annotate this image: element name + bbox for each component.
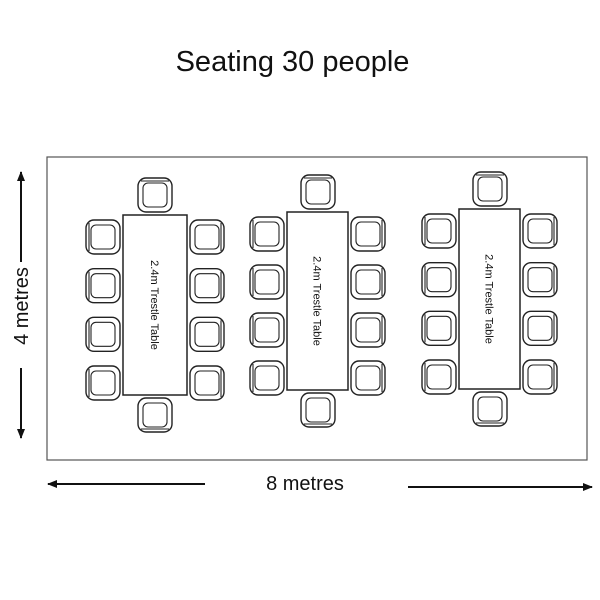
trestle-table — [458, 208, 521, 390]
chair-icon — [350, 312, 386, 348]
chair-icon — [249, 312, 285, 348]
chair-icon — [300, 174, 336, 210]
chair-icon — [350, 360, 386, 396]
table-group-2: 2.4m Trestle Table — [286, 211, 349, 391]
trestle-table — [122, 214, 188, 396]
chair-icon — [472, 391, 508, 427]
chair-icon — [85, 365, 121, 401]
chair-icon — [522, 359, 558, 395]
trestle-table — [286, 211, 349, 391]
table-group-3: 2.4m Trestle Table — [458, 208, 521, 390]
chair-icon — [522, 213, 558, 249]
chair-icon — [85, 267, 121, 304]
height-label: 4 metres — [11, 267, 33, 345]
table-label: 2.4m Trestle Table — [148, 260, 160, 350]
chair-icon — [472, 171, 508, 207]
chair-icon — [137, 177, 173, 213]
chair-icon — [189, 365, 225, 401]
chair-icon — [300, 392, 336, 428]
width-label: 8 metres — [266, 473, 344, 495]
chair-icon — [350, 216, 386, 252]
chair-icon — [249, 264, 285, 300]
chair-icon — [522, 261, 558, 298]
chair-icon — [421, 261, 457, 298]
chair-icon — [421, 213, 457, 249]
chair-icon — [85, 316, 121, 353]
table-label: 2.4m Trestle Table — [483, 254, 495, 344]
page-title: Seating 30 people — [175, 46, 410, 78]
chair-icon — [85, 219, 121, 255]
chair-icon — [137, 397, 173, 433]
chair-icon — [189, 219, 225, 255]
chair-icon — [350, 264, 386, 300]
chair-icon — [522, 310, 558, 347]
chair-icon — [421, 359, 457, 395]
chair-icon — [421, 310, 457, 347]
chair-icon — [189, 316, 225, 353]
table-label: 2.4m Trestle Table — [311, 256, 323, 346]
chair-icon — [189, 267, 225, 304]
table-group-1: 2.4m Trestle Table — [122, 214, 188, 396]
chair-icon — [249, 360, 285, 396]
chair-icon — [249, 216, 285, 252]
room-outline — [46, 156, 588, 461]
